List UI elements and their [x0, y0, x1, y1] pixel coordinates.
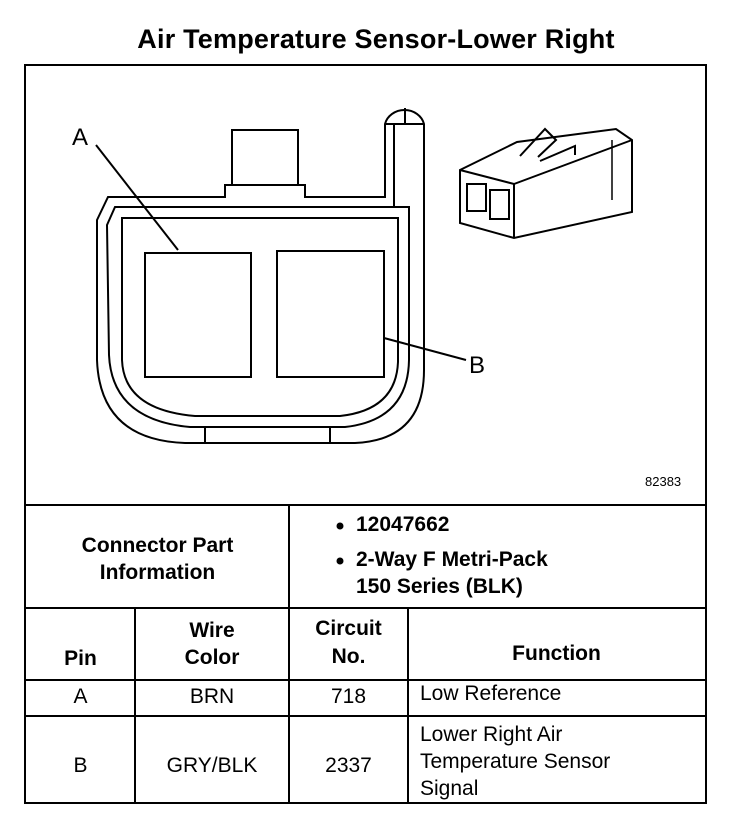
row-b-pin: B	[73, 754, 88, 777]
connector-face-outline	[96, 109, 425, 444]
header-circuit-1: Circuit	[315, 617, 382, 640]
bullet-icon	[336, 522, 344, 530]
row-b-function-1: Lower Right Air	[420, 723, 563, 746]
leader-a	[95, 144, 179, 251]
header-circuit-2: No.	[331, 645, 366, 668]
row-a-circuit: 718	[330, 685, 367, 708]
cavity-a	[144, 252, 252, 378]
connector-info-heading-1: Connector Part	[81, 534, 234, 557]
row-b-circuit: 2337	[325, 754, 372, 777]
row-a-pin: A	[73, 685, 88, 708]
row-b-function-3: Signal	[420, 777, 479, 800]
connector-description-1: 2-Way F Metri-Pack	[356, 548, 548, 571]
connector-description-2: 150 Series (BLK)	[356, 575, 523, 598]
connector-face-inner2	[121, 217, 399, 417]
row-a-wire-color: BRN	[189, 685, 235, 708]
cavity-b	[276, 250, 385, 378]
diagram-title: Air Temperature Sensor-Lower Right	[137, 24, 615, 54]
header-wire-color-2: Color	[184, 646, 240, 669]
header-pin: Pin	[64, 647, 97, 670]
part-number: 12047662	[356, 513, 450, 536]
leader-b	[383, 337, 467, 361]
row-b-wire-color: GRY/BLK	[166, 754, 258, 777]
bullet-icon	[336, 557, 344, 565]
connector-iso-view	[459, 127, 633, 240]
figure-number: 82383	[645, 474, 682, 489]
pin-a-label: A	[72, 124, 89, 151]
connector-info-heading-2: Information	[99, 561, 216, 584]
connector-face-inner	[105, 206, 410, 428]
header-function: Function	[512, 642, 601, 665]
pin-b-label: B	[469, 352, 486, 379]
connector-frame	[24, 64, 707, 804]
row-a-function: Low Reference	[420, 682, 562, 705]
header-wire-color-1: Wire	[189, 619, 235, 642]
row-b-function-2: Temperature Sensor	[420, 750, 611, 773]
